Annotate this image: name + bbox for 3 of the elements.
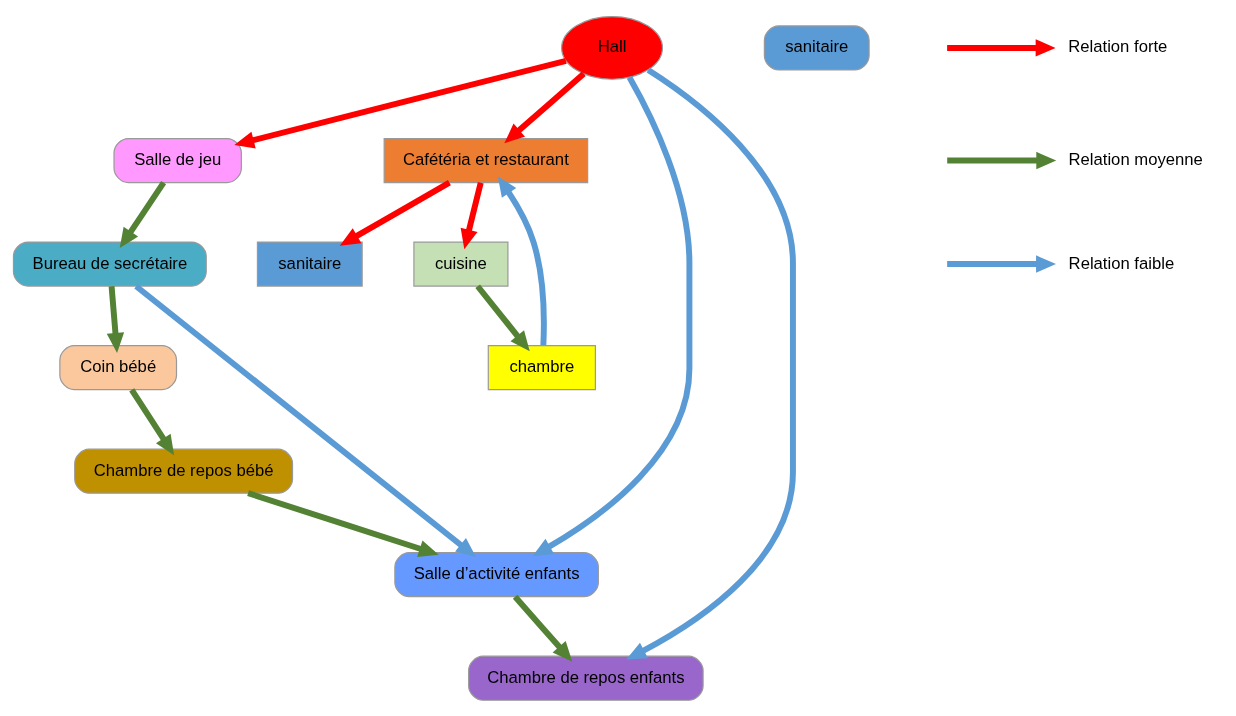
legend-label: Relation faible: [1068, 252, 1175, 272]
legend-label: Relation forte: [1068, 36, 1168, 56]
legend-label: Relation moyenne: [1068, 149, 1203, 169]
